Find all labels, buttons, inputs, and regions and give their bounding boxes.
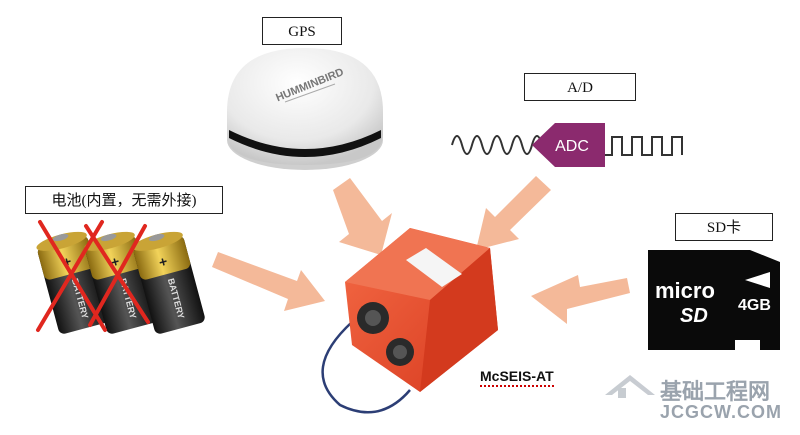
gps-antenna-icon: HUMMINBIRD	[227, 48, 383, 170]
sd-label: SD卡	[675, 213, 773, 241]
sd-capacity-text: 4GB	[738, 297, 771, 314]
gps-label: GPS	[262, 17, 342, 45]
arrow-battery	[212, 252, 325, 311]
adc-text: ADC	[555, 138, 589, 155]
arrow-sd	[531, 275, 630, 324]
svg-text:+: +	[61, 253, 73, 271]
svg-text:+: +	[157, 253, 169, 271]
cross-icon	[36, 220, 150, 332]
watermark-cn: 基础工程网	[660, 380, 771, 405]
svg-text:SD: SD	[680, 305, 708, 327]
ad-label: A/D	[524, 73, 636, 101]
battery-label: 电池(内置，无需外接)	[25, 186, 223, 214]
adc-converter-icon: ADC	[451, 123, 683, 167]
watermark-logo-icon	[605, 375, 655, 398]
sd-micro-text: micro	[655, 278, 715, 303]
watermark-en: JCGCW.COM	[660, 402, 783, 422]
mcseis-device-icon	[321, 228, 498, 414]
arrow-gps	[333, 178, 392, 255]
arrow-ad	[476, 176, 551, 250]
battery-icon: + BATTERY + BATTERY + BATTERY	[36, 220, 205, 334]
sd-card-icon: micro SD 4GB	[648, 250, 780, 350]
device-label: McSEIS-AT	[480, 368, 554, 387]
